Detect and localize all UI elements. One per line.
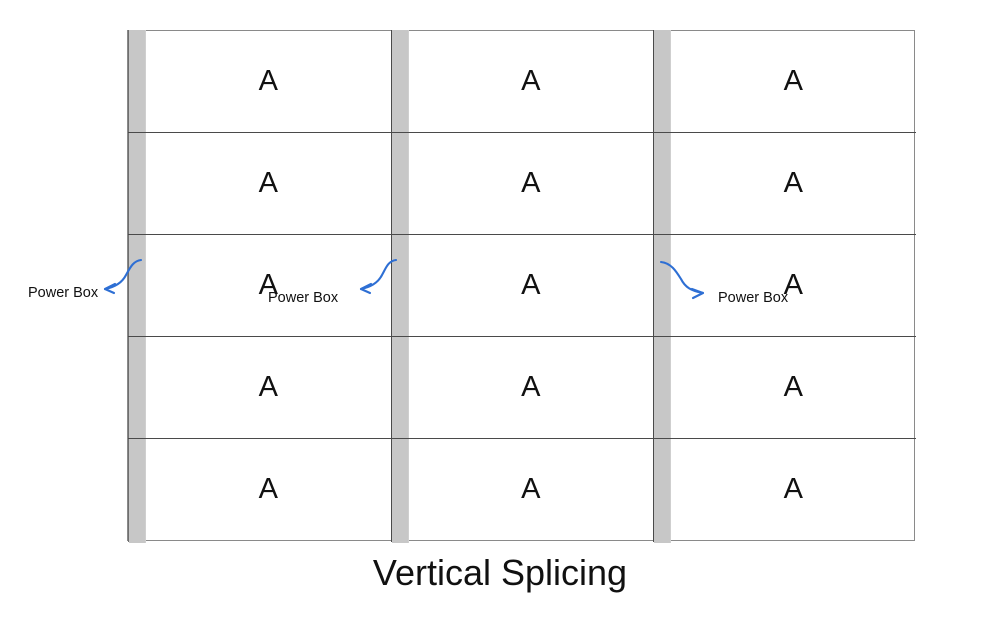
panel-column-2: A A A A A [391, 29, 653, 543]
panel-cell[interactable]: A [391, 235, 653, 337]
column-seam-2 [391, 29, 392, 542]
panel-cell[interactable]: A [391, 31, 653, 133]
panel-column-3: A A A A A [653, 29, 916, 543]
panel-cell[interactable]: A [391, 133, 653, 235]
panel-cell-label: A [521, 269, 541, 301]
panel-cell[interactable]: A [653, 31, 916, 133]
panel-column-1: A A A A A [128, 29, 391, 543]
panel-cell-label: A [783, 269, 804, 301]
panel-cell-label: A [783, 65, 804, 97]
panel-cell-label: A [258, 473, 279, 505]
panel-cell[interactable]: A [653, 337, 916, 439]
power-box-arrow-icon-right [659, 260, 705, 300]
column-seam-1 [128, 29, 129, 542]
panel-cell[interactable]: A [391, 337, 653, 439]
panel-cell[interactable]: A [128, 31, 391, 133]
power-box-strip-3[interactable] [654, 29, 671, 543]
panel-cell-label: A [783, 473, 804, 505]
panel-cell-label: A [258, 65, 279, 97]
power-box-strip-1[interactable] [129, 29, 146, 543]
panel-rows-column-2: A A A A A [391, 31, 653, 540]
panel-cell-label: A [258, 167, 279, 199]
panel-cell[interactable]: A [391, 439, 653, 540]
panel-cell-label: A [521, 473, 541, 505]
column-seam-3 [653, 29, 654, 542]
panel-rows-column-1: A A A A A [128, 31, 391, 540]
power-box-label: Power Box [718, 290, 789, 306]
panel-cell[interactable]: A [653, 439, 916, 540]
panel-cell-label: A [783, 167, 804, 199]
diagram-title: Vertical Splicing [372, 552, 628, 593]
power-box-arrow-icon-left [359, 258, 398, 295]
panel-cell-label: A [521, 65, 541, 97]
panel-cell-label: A [258, 269, 279, 301]
panel-cell[interactable]: A [128, 235, 391, 337]
panel-cell[interactable]: A [128, 133, 391, 235]
power-box-label: Power Box [28, 285, 99, 301]
panel-cell[interactable]: A [128, 439, 391, 540]
panel-cell[interactable]: A [653, 235, 916, 337]
panel-cell-label: A [521, 371, 541, 403]
panel-cell[interactable]: A [128, 337, 391, 439]
panel-cell-label: A [783, 371, 804, 403]
power-box-label: Power Box [268, 290, 339, 306]
panel-cell-label: A [521, 167, 541, 199]
power-box-arrow-icon-left [103, 258, 143, 295]
panel-cell[interactable]: A [653, 133, 916, 235]
panel-grid: A A A A A A A A A A A A [127, 29, 916, 543]
panel-rows-column-3: A A A A A [653, 31, 916, 540]
panel-cell-label: A [258, 371, 279, 403]
power-box-strip-2[interactable] [392, 29, 409, 543]
